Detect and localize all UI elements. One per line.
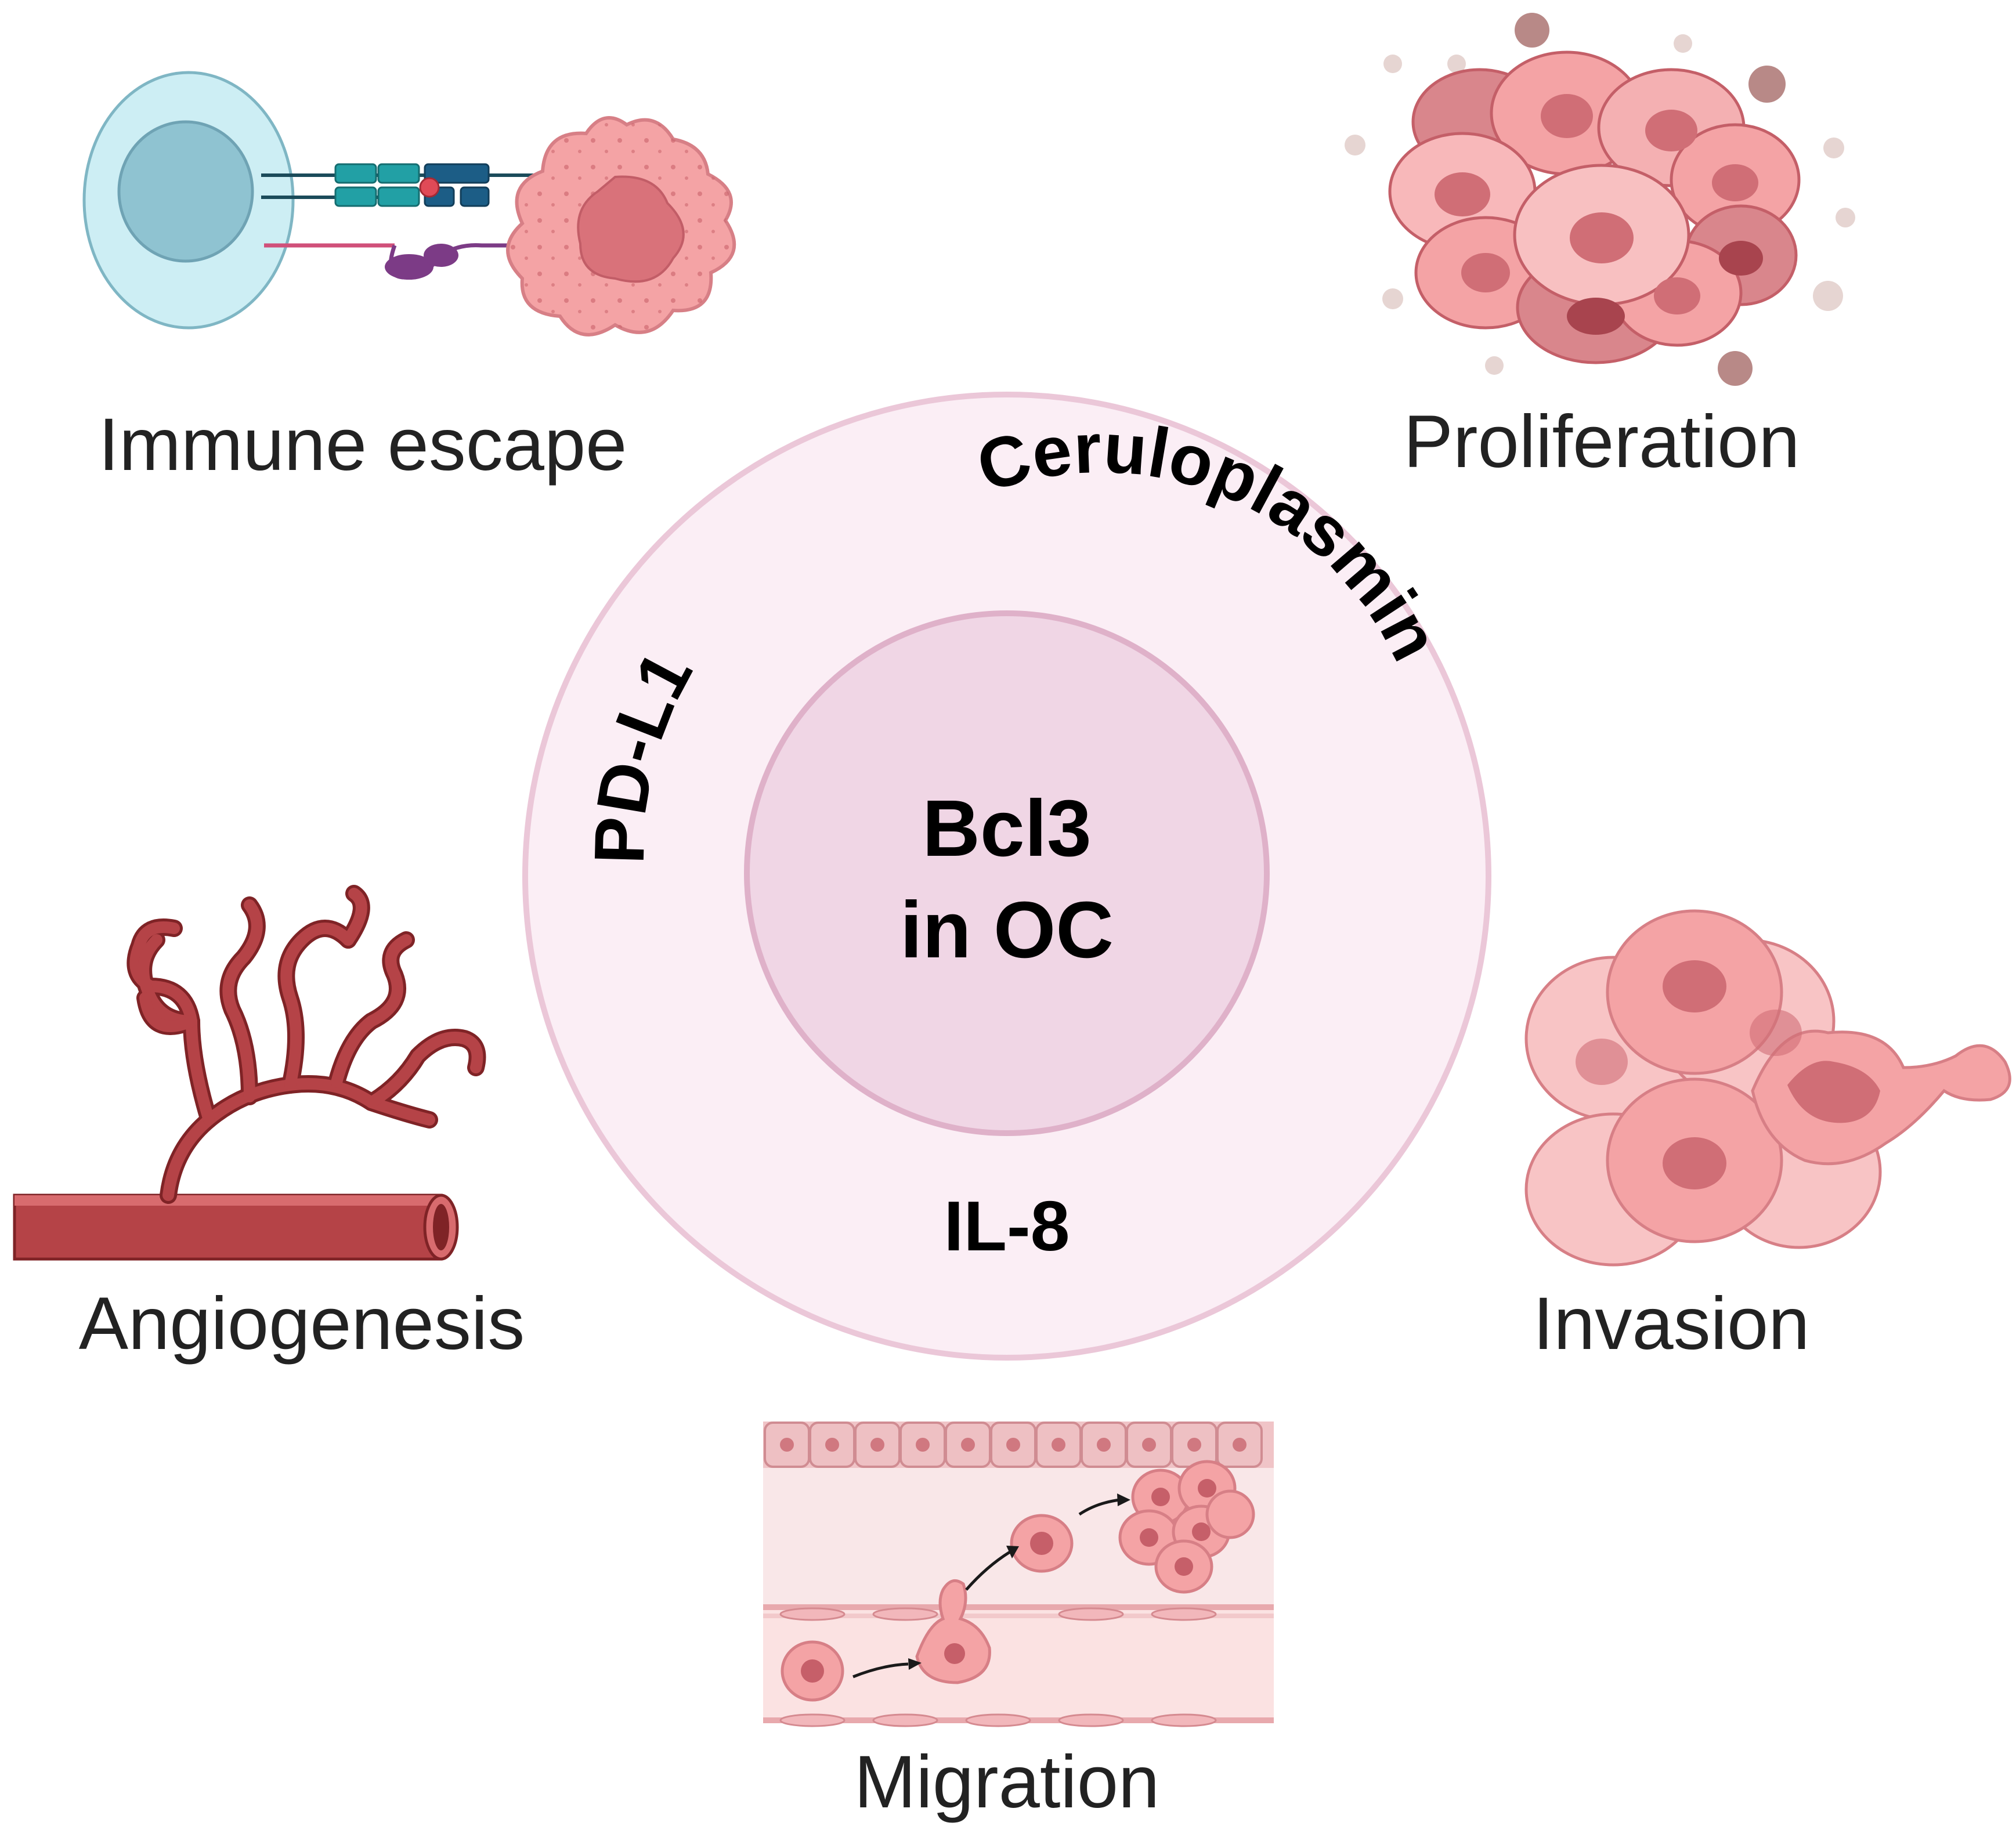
inner-circle — [744, 610, 1270, 1136]
label-proliferation: Proliferation — [1404, 400, 1800, 483]
label-angiogenesis: Angiogenesis — [79, 1282, 525, 1365]
tumor-cluster-icon — [1345, 13, 1855, 386]
center-title-line2: in OC — [900, 885, 1114, 975]
pd1-pdl1-binding-icon — [261, 163, 551, 280]
tumor-cell-icon — [506, 116, 736, 337]
migrating-cells-icon — [763, 1422, 1274, 1727]
label-invasion: Invasion — [1533, 1282, 1810, 1365]
ring-label-il8: IL-8 — [944, 1187, 1070, 1265]
label-immune-escape: Immune escape — [99, 403, 627, 486]
blood-vessel-icon — [13, 885, 486, 1261]
label-migration: Migration — [854, 1741, 1159, 1824]
center-title-line1: Bcl3 — [922, 784, 1092, 873]
immune-escape-icon-group — [82, 71, 736, 337]
invading-cells-icon — [1524, 909, 2011, 1267]
t-cell-icon — [82, 71, 295, 330]
